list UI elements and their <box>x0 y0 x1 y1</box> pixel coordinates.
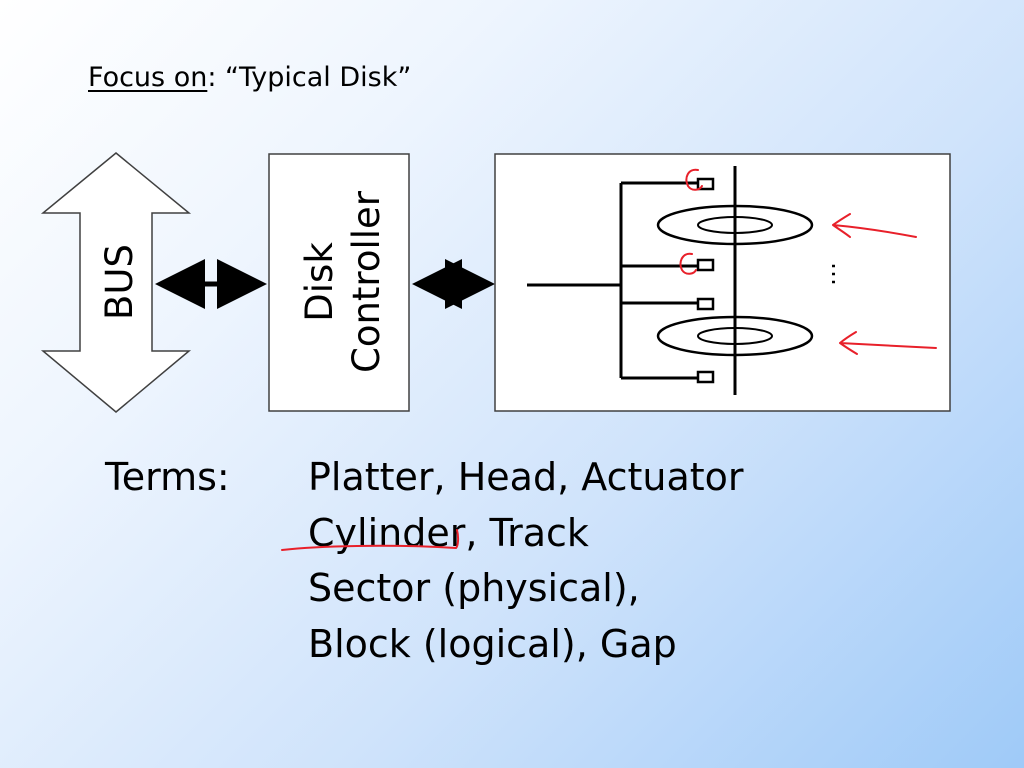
title-separator: : <box>207 62 226 93</box>
terms-list: Platter, Head, Actuator Cylinder, Track … <box>308 450 744 672</box>
disk-controller-label-line2: Controller <box>345 190 388 373</box>
ink-underline-stroke <box>281 529 460 551</box>
disk-drive-box <box>494 153 951 412</box>
read-write-head <box>696 370 715 384</box>
disk-controller-box <box>268 153 410 412</box>
read-write-head <box>696 258 715 272</box>
bus-label: BUS <box>98 244 141 320</box>
ink-bracket-mark <box>679 252 697 275</box>
disk-drive: … <box>494 153 951 412</box>
ink-annotations <box>679 168 937 355</box>
terms-item: Block (logical), Gap <box>308 621 677 666</box>
read-write-head <box>696 297 715 311</box>
focus-on-label: Focus on <box>88 62 208 93</box>
bus-arrow-shape <box>40 152 192 413</box>
more-platters-ellipsis: … <box>826 262 854 286</box>
terms-label: Terms: <box>105 455 230 499</box>
read-write-head <box>696 177 715 191</box>
ink-arrow-platter-bottom <box>839 331 937 355</box>
title-subject: “Typical Disk” <box>225 62 412 93</box>
ink-underline-cylinder <box>281 529 460 551</box>
ink-bracket-mark <box>685 168 703 191</box>
terms-item: Sector (physical), <box>308 566 640 610</box>
disk-controller-label-line1: Disk <box>298 242 341 322</box>
bus-arrow: BUS <box>40 152 192 413</box>
disk-controller: Disk Controller <box>268 153 410 412</box>
terms-item: Platter, Head, Actuator <box>308 455 744 499</box>
ink-arrow-platter-top <box>832 213 917 238</box>
actuator-assembly <box>527 181 698 380</box>
slide-title: Focus on: “Typical Disk” <box>88 58 411 98</box>
